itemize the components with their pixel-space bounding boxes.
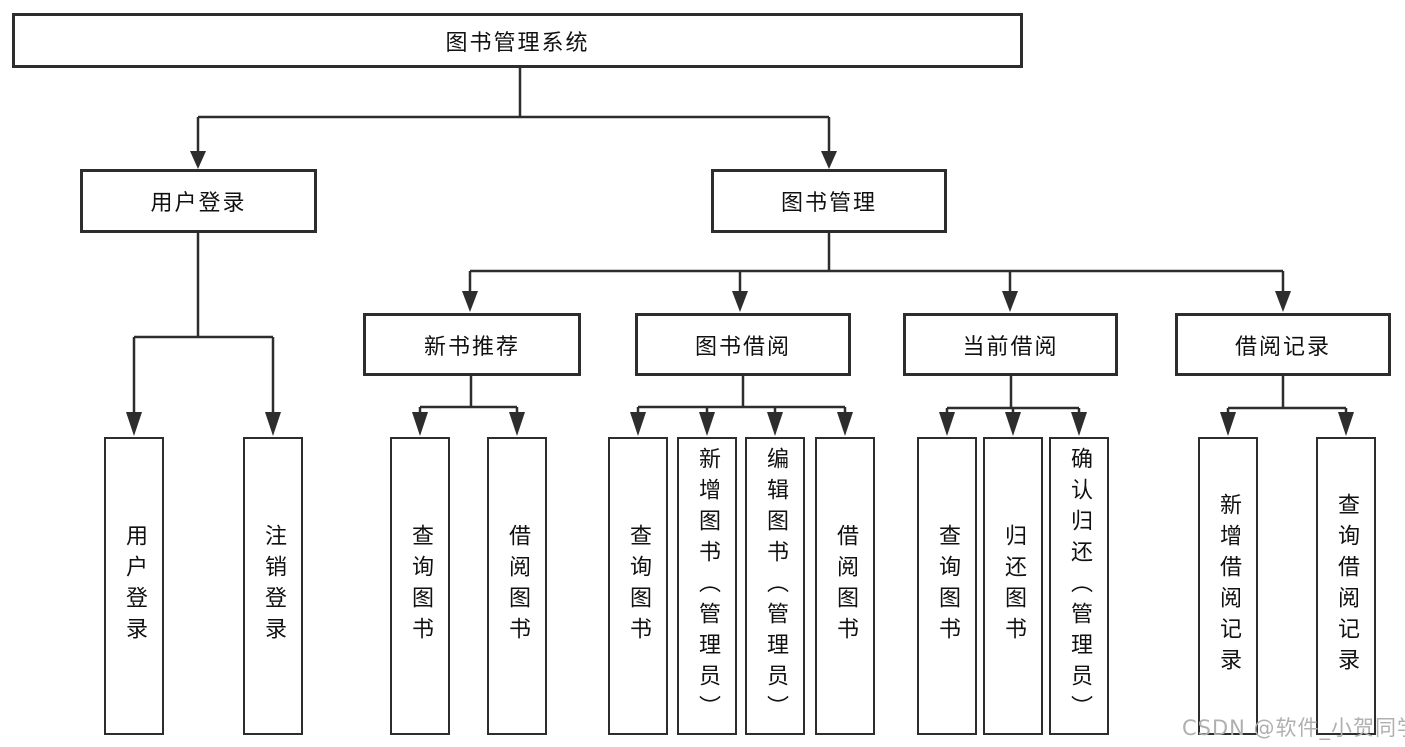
connector-path (132, 68, 1348, 414)
leaf-logout: 注销登录 (243, 437, 303, 735)
leaf-query-books-current: 查询图书 (917, 437, 977, 735)
leaf-query-borrow-record: 查询借阅记录 (1316, 437, 1376, 735)
node-book-management: 图书管理 (711, 169, 947, 233)
node-new-book-recommend: 新书推荐 (363, 313, 581, 376)
leaf-add-borrow-record: 新增借阅记录 (1198, 437, 1258, 735)
node-book-borrow: 图书借阅 (635, 313, 851, 376)
node-borrow-records: 借阅记录 (1175, 313, 1391, 376)
leaf-borrow-books: 借阅图书 (815, 437, 875, 735)
leaf-user-login: 用户登录 (104, 437, 164, 735)
leaf-confirm-return-admin: 确认归还（管理员） (1049, 437, 1109, 735)
node-current-borrow: 当前借阅 (903, 313, 1118, 376)
leaf-edit-book-admin: 编辑图书（管理员） (745, 437, 805, 735)
leaf-return-book: 归还图书 (983, 437, 1043, 735)
watermark: CSDN @软件_小贺同学 (1182, 716, 1405, 740)
leaf-add-book-admin: 新增图书（管理员） (677, 437, 737, 735)
node-user-login: 用户登录 (80, 169, 317, 233)
leaf-borrow-books-recommend: 借阅图书 (487, 437, 547, 735)
leaf-query-books-recommend: 查询图书 (390, 437, 450, 735)
leaf-query-books-borrow: 查询图书 (608, 437, 668, 735)
node-root-system: 图书管理系统 (12, 13, 1023, 68)
arrowheads (126, 151, 1354, 436)
